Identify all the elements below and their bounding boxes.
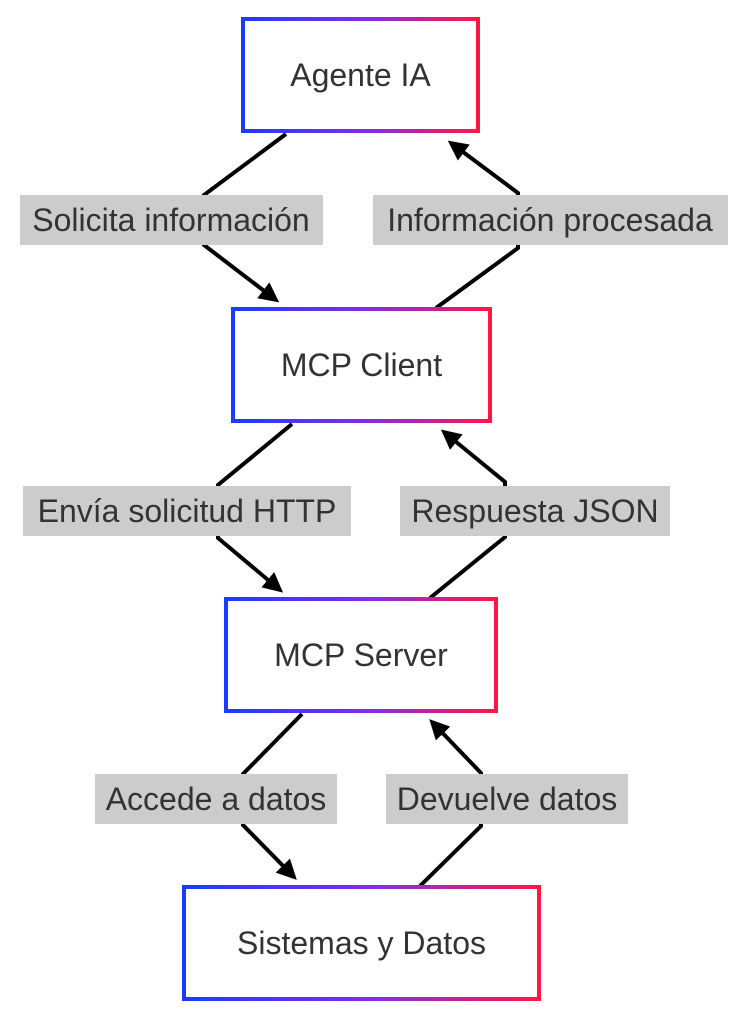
edge-label-devuelve: Devuelve datos (397, 781, 618, 817)
edge-label-solicita: Solicita información (32, 202, 309, 238)
edge-labels: Solicita información Información procesa… (20, 195, 728, 824)
nodes: Agente IA MCP Client MCP Server Sistemas… (182, 17, 541, 1001)
node-label-agente: Agente IA (290, 57, 431, 93)
node-sistemas-datos: Sistemas y Datos (182, 885, 541, 1001)
node-label-client: MCP Client (281, 347, 442, 383)
node-agente-ia: Agente IA (241, 17, 480, 133)
node-label-sistemas: Sistemas y Datos (237, 925, 486, 961)
edge-label-envia: Envía solicitud HTTP (38, 493, 337, 529)
edge-label-informacion: Información procesada (387, 202, 713, 238)
node-mcp-server: MCP Server (224, 597, 498, 713)
edge-label-accede: Accede a datos (106, 781, 327, 817)
node-mcp-client: MCP Client (231, 307, 492, 423)
edge-label-respuesta: Respuesta JSON (411, 493, 658, 529)
node-label-server: MCP Server (274, 637, 448, 673)
